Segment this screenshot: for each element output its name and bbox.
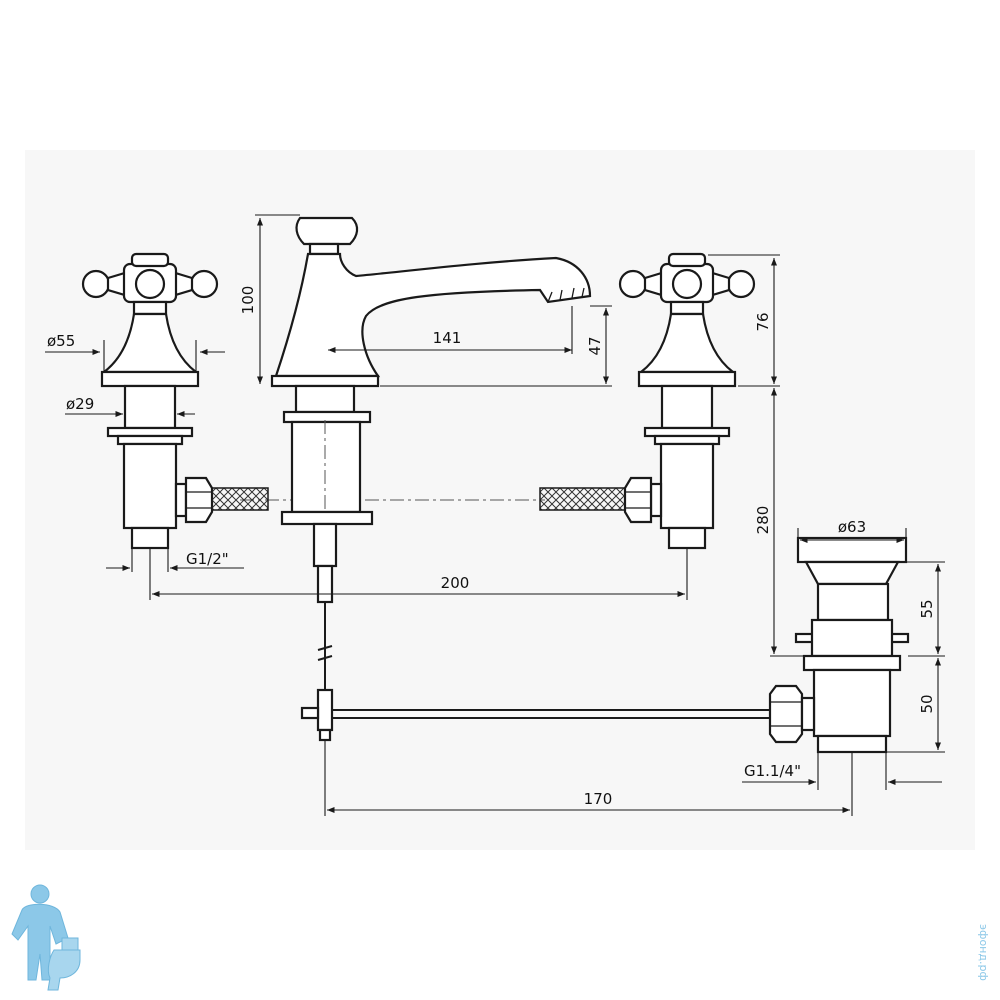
plumber-with-toilet-logo (11, 884, 81, 991)
left-cross-handle-valve (81, 252, 269, 550)
dim-label-100: 100 (239, 286, 257, 315)
popup-waste-drain (768, 536, 910, 754)
spout-body (270, 216, 592, 742)
dim-label-g114: G1.1/4" (744, 762, 801, 780)
watermark-text: эфонд.рф (977, 924, 990, 981)
dim-label-d29: ø29 (66, 395, 94, 413)
dim-label-d55: ø55 (47, 332, 75, 350)
right-cross-handle-valve (539, 252, 756, 550)
dim-label-141: 141 (433, 329, 462, 347)
dim-label-170: 170 (584, 790, 613, 808)
dim-label-55: 55 (918, 599, 936, 618)
dim-label-d63: ø63 (838, 518, 866, 536)
dim-label-g12: G1/2" (186, 550, 229, 568)
dim-label-76: 76 (754, 312, 772, 331)
dim-label-50: 50 (918, 694, 936, 713)
dim-label-280: 280 (754, 506, 772, 535)
dim-label-47: 47 (586, 336, 604, 355)
dim-label-200: 200 (441, 574, 470, 592)
